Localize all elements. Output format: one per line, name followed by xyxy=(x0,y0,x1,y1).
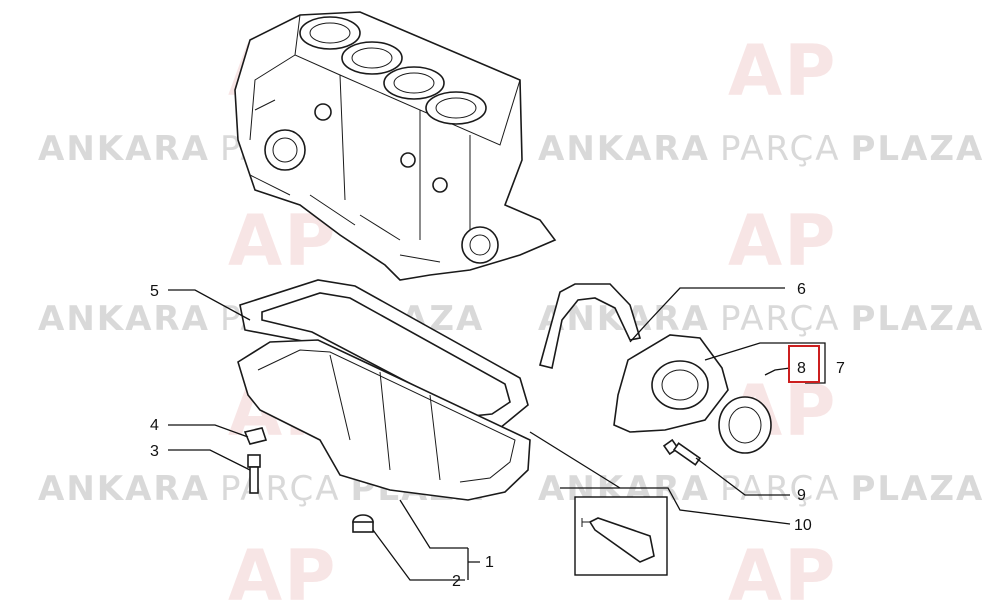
callout-5[interactable]: 5 xyxy=(150,283,159,300)
callout-4[interactable]: 4 xyxy=(150,417,159,434)
bolt-drawing xyxy=(247,454,261,494)
engine-block-drawing xyxy=(234,11,557,281)
callout-8[interactable]: 8 xyxy=(797,360,806,377)
callout-labels: 5 6 8 7 4 3 1 2 9 10 xyxy=(150,281,845,590)
seal-housing-drawing xyxy=(613,334,729,433)
oil-pan-drawing xyxy=(237,339,531,501)
callout-10[interactable]: 10 xyxy=(794,517,812,534)
callout-6[interactable]: 6 xyxy=(797,281,806,298)
watermark-logo-text: AP xyxy=(728,30,837,112)
oil-pan-gasket-drawing xyxy=(239,279,529,431)
watermark-logo-text: AP xyxy=(228,535,337,600)
callout-1[interactable]: 1 xyxy=(485,554,494,571)
sealant-box xyxy=(574,496,668,576)
callout-2[interactable]: 2 xyxy=(452,573,461,590)
callout-9[interactable]: 9 xyxy=(797,487,806,504)
drain-plug-drawing xyxy=(352,514,374,533)
callout-8-highlight xyxy=(788,345,820,383)
watermark-layer: AP AP AP AP AP AP AP AP ANKARAPARÇAPLAZA… xyxy=(38,30,984,600)
screw-drawing xyxy=(662,438,702,466)
callout-7[interactable]: 7 xyxy=(836,360,845,377)
gasket-seal-drawing xyxy=(539,283,642,369)
oil-seal-ring-drawing xyxy=(718,396,772,454)
watermark-logo-text: AP xyxy=(728,535,837,600)
watermark-logo-text: AP xyxy=(728,200,837,282)
washer-drawing xyxy=(243,427,268,445)
callout-3[interactable]: 3 xyxy=(150,443,159,460)
